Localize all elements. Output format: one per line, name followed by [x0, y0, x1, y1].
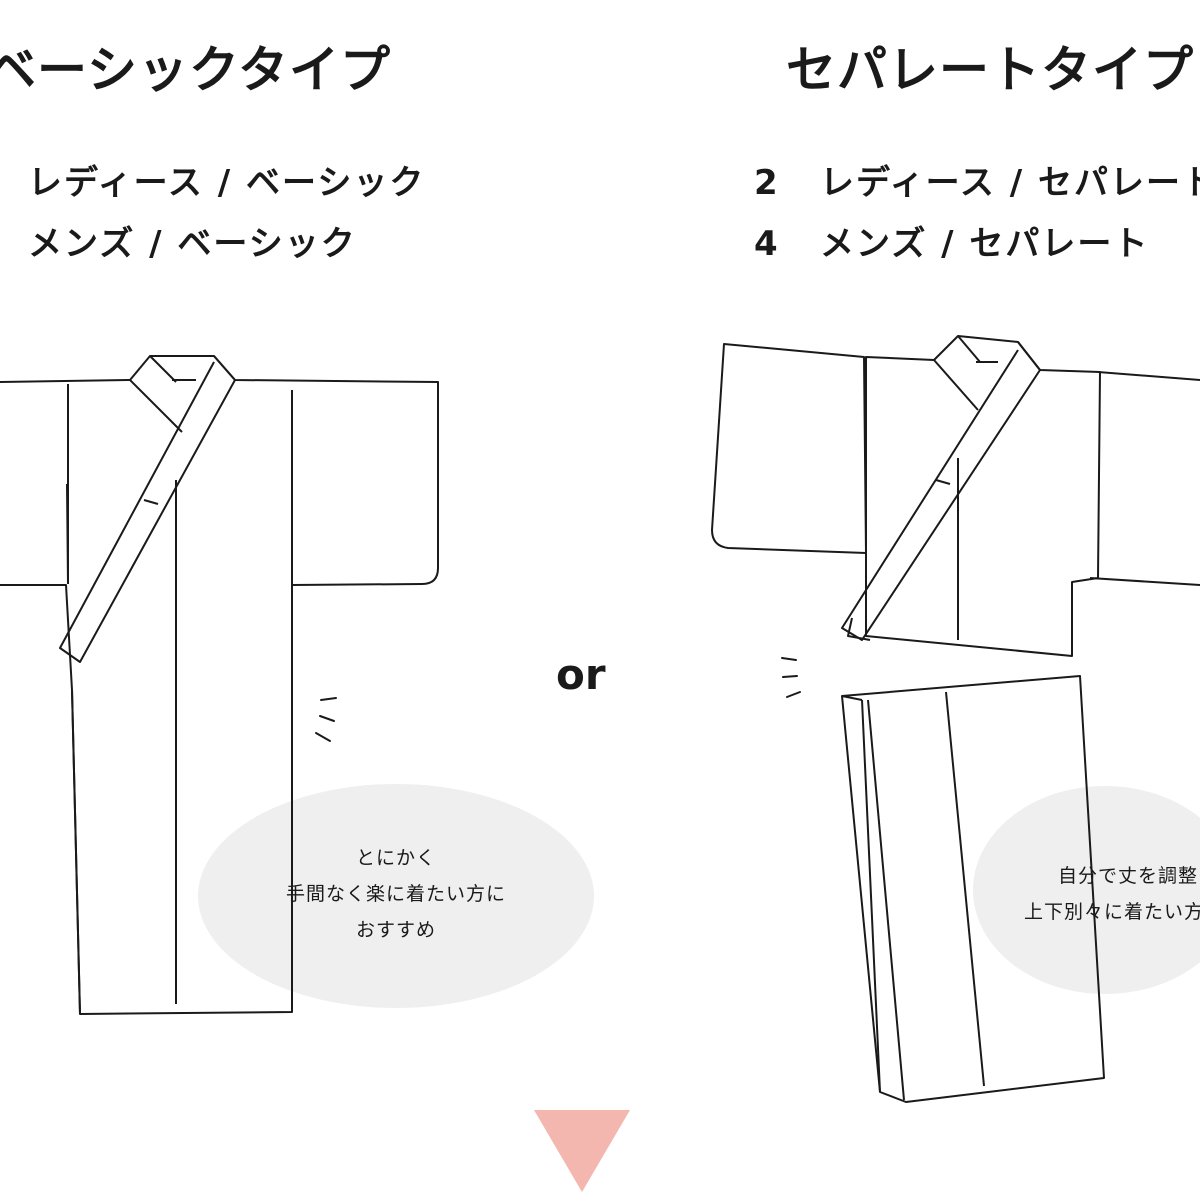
- item-label: レディース / セパレート: [820, 163, 1200, 203]
- separate-top-illustration: [711, 335, 1200, 657]
- list-item: 2 レディース / セパレート: [754, 155, 1200, 204]
- item-number: 4: [754, 224, 780, 264]
- bubble-line: 自分で丈を調整: [1058, 865, 1199, 887]
- separate-bottom-illustration: [841, 675, 1105, 1103]
- bubble-line: とにかく: [355, 847, 436, 869]
- list-item: 4 メンズ / セパレート: [754, 216, 1149, 265]
- item-label: メンズ / セパレート: [820, 224, 1150, 264]
- basic-bubble: [198, 784, 594, 1008]
- bubble-line: おすすめ: [355, 919, 436, 941]
- motion-lines-icon: [781, 657, 801, 698]
- item-label: メンズ / ベーシック: [28, 224, 357, 264]
- motion-lines-icon: [315, 697, 337, 742]
- down-arrow-icon: [534, 1110, 630, 1192]
- bubble-line: 手間なく楽に着たい方に: [286, 883, 507, 905]
- list-item: レディース / ベーシック: [28, 155, 425, 204]
- item-number: 2: [754, 163, 780, 203]
- separate-bubble-text: 自分で丈を調整 上下別々に着たい方: [1024, 858, 1200, 930]
- separate-type-title: セパレートタイプ: [786, 41, 1194, 99]
- separate-bubble: [973, 786, 1200, 994]
- basic-bubble-text: とにかく 手間なく楽に着たい方に おすすめ: [286, 840, 506, 948]
- basic-type-title: ベーシックタイプ: [0, 41, 391, 99]
- or-label: or: [556, 650, 606, 699]
- item-label: レディース / ベーシック: [28, 163, 426, 203]
- basic-kimono-illustration: [0, 355, 439, 1015]
- bubble-line: 上下別々に着たい方: [1024, 901, 1200, 923]
- list-item: メンズ / ベーシック: [28, 216, 357, 265]
